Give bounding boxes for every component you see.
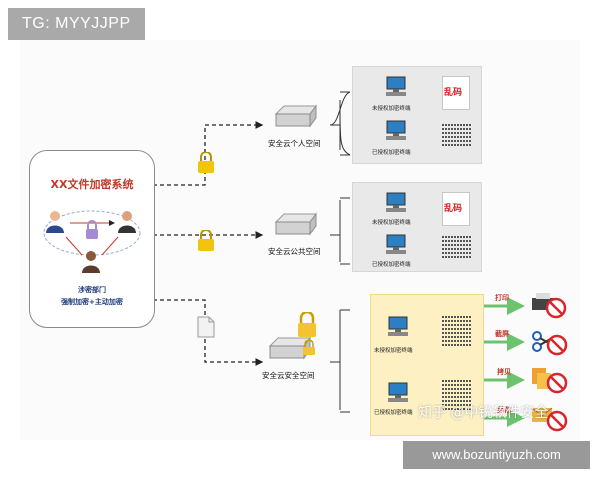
copy-icon — [532, 368, 568, 394]
terminal-authorized-label: 已授权加密终端 — [374, 410, 413, 416]
bracket-1b — [339, 91, 350, 156]
terminal-authorized-label: 已授权加密终端 — [372, 262, 411, 268]
terminal-unauthorized-label: 未授权加密终端 — [372, 106, 411, 112]
link-system-cloud-1 — [153, 121, 264, 186]
lock-icon — [198, 230, 214, 251]
dept-users-diagram — [43, 210, 141, 256]
garbled-text: 乱码 — [444, 204, 463, 214]
garbled-document: 乱码 — [442, 192, 470, 226]
system-title: XX文件加密系统 — [50, 178, 134, 191]
garbled-text: 乱码 — [444, 88, 463, 98]
document-icon — [197, 316, 215, 338]
computer-icon — [386, 192, 406, 212]
cloud-server-icon — [274, 212, 317, 236]
bracket-3b — [339, 309, 350, 413]
zhihu-watermark: 知乎 @中锐软件安全 — [418, 405, 549, 421]
encryption-system-box: XX文件加密系统 涉密部门 强制加密+主动加密 — [29, 150, 155, 328]
garbled-document: 乱码 — [442, 76, 470, 110]
plaintext-numbers — [442, 236, 472, 260]
action-saveas-label: 另存 — [497, 406, 511, 414]
lock-icon — [303, 340, 315, 355]
user-icon — [46, 211, 64, 233]
tg-watermark: TG: MYYJJPP — [8, 8, 145, 40]
computer-icon — [386, 234, 406, 254]
lock-icon — [198, 152, 214, 173]
cloud-server-icon — [274, 104, 317, 128]
save-as-icon — [531, 407, 568, 432]
action-print-label: 打印 — [495, 294, 509, 302]
action-copy-label: 拷贝 — [497, 368, 511, 376]
computer-icon — [388, 316, 408, 336]
dept-label: 涉密部门 — [78, 286, 106, 294]
user-icon — [118, 211, 136, 233]
computer-icon — [388, 382, 408, 402]
cloud-public-label: 安全云公共空间 — [268, 247, 321, 256]
url-watermark: www.bozuntiyuzh.com — [403, 441, 590, 469]
plaintext-numbers — [442, 316, 472, 348]
scissors-icon — [532, 331, 568, 356]
terminal-unauthorized-label: 未授权加密终端 — [372, 220, 411, 226]
terminal-authorized-label: 已授权加密终端 — [372, 150, 411, 156]
cloud-secure-label: 安全云安全空间 — [262, 371, 315, 380]
terminal-unauthorized-label: 未授权加密终端 — [374, 348, 413, 354]
encryption-mode-label: 强制加密+主动加密 — [61, 298, 123, 306]
plaintext-numbers — [442, 124, 472, 148]
plaintext-numbers — [442, 380, 472, 412]
lock-icon — [298, 312, 316, 337]
bracket-2b — [339, 197, 350, 265]
action-screenshot-label: 截屏 — [495, 330, 509, 338]
printer-icon — [532, 293, 567, 319]
link-system-cloud-3 — [153, 299, 264, 366]
cloud-personal-label: 安全云个人空间 — [268, 139, 321, 148]
computer-icon — [386, 120, 406, 140]
user-icon — [82, 251, 100, 273]
cloud-server-icon — [268, 336, 311, 360]
computer-icon — [386, 76, 406, 96]
